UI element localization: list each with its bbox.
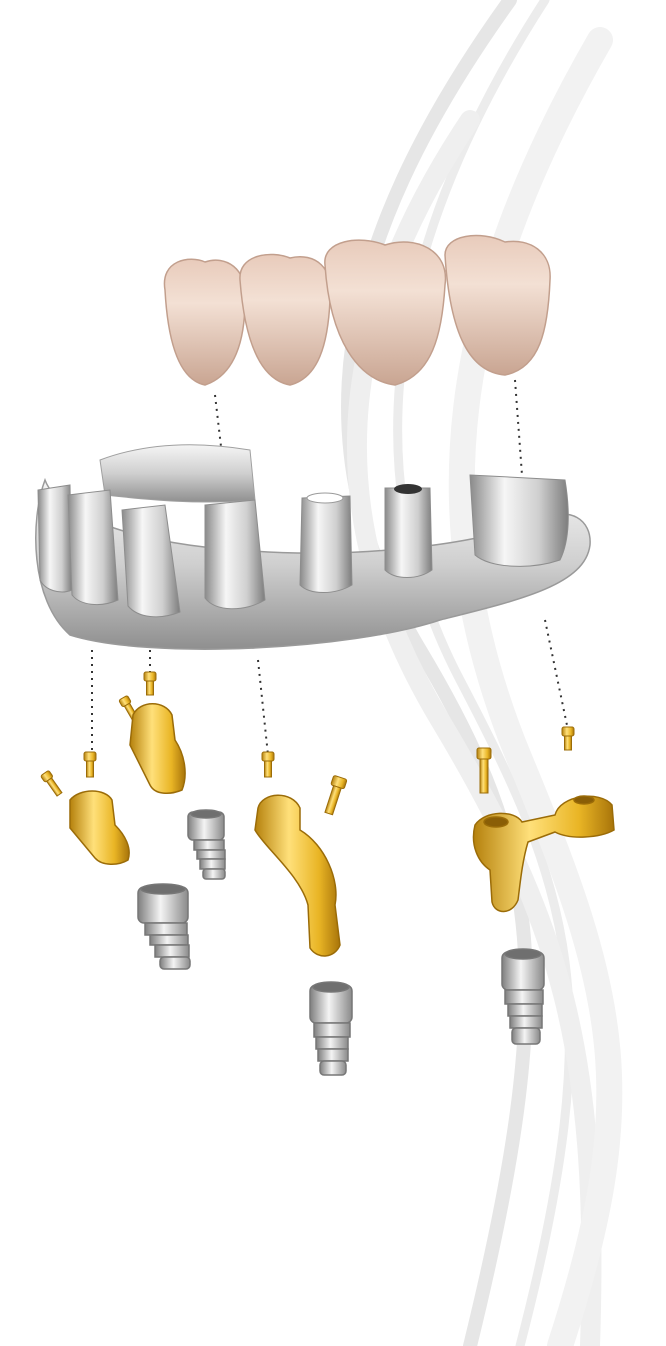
implant — [502, 949, 544, 1044]
framework-post — [122, 505, 180, 617]
framework-post — [205, 500, 265, 609]
screw — [144, 672, 156, 695]
background-ribbons — [348, 0, 609, 1346]
screw-access-hole — [307, 493, 343, 503]
metal-framework — [36, 445, 590, 649]
framework-post — [300, 496, 352, 593]
angled-abutment — [70, 791, 129, 864]
angled-abutment — [130, 704, 185, 794]
crown — [164, 259, 245, 385]
curved-abutment — [255, 795, 340, 956]
screw — [262, 752, 274, 777]
framework-post — [38, 485, 72, 592]
screw — [40, 770, 63, 797]
crown-bridge — [164, 236, 550, 385]
screw — [562, 727, 574, 750]
implant — [188, 810, 225, 879]
framework-post — [470, 475, 568, 566]
screw — [84, 752, 96, 777]
implant — [310, 982, 352, 1075]
implant — [138, 884, 190, 969]
abutment-hole — [574, 796, 594, 804]
framework-post — [68, 490, 118, 605]
abutment-hole — [484, 817, 508, 827]
framework-post — [385, 488, 432, 578]
crown — [240, 254, 331, 385]
crown — [325, 240, 446, 385]
screw — [322, 775, 347, 815]
crown — [445, 236, 550, 375]
screw-access-hole — [394, 484, 422, 494]
